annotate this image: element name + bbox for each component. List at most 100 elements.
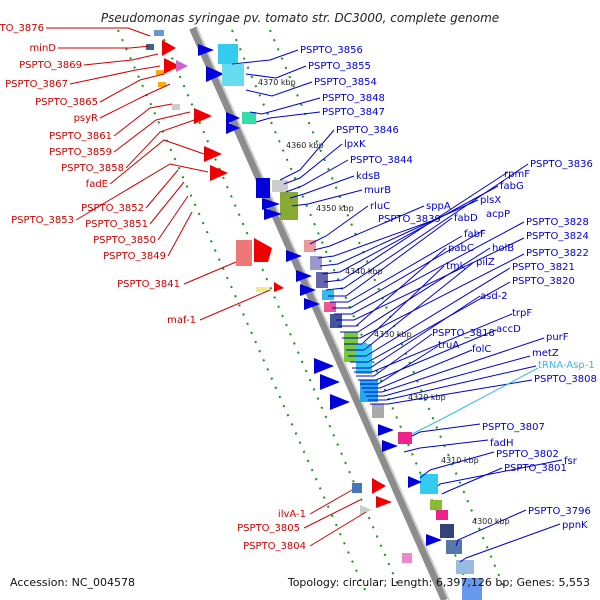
gene-label[interactable]: PSPTO_3865 bbox=[35, 97, 98, 108]
scale-label: 4370 kbp bbox=[258, 78, 296, 87]
gene-label[interactable]: PSPTO_3858 bbox=[61, 163, 124, 174]
gene-label[interactable]: PSPTO_3818 bbox=[432, 328, 495, 339]
gene-feature bbox=[436, 510, 448, 520]
gene-feature bbox=[462, 578, 482, 600]
gene-label[interactable]: PSPTO_3851 bbox=[85, 219, 148, 230]
gene-label[interactable]: holB bbox=[492, 243, 514, 254]
leader-line bbox=[157, 195, 189, 241]
gene-feature bbox=[274, 282, 284, 292]
gene-label[interactable]: PSPTO_3801 bbox=[504, 463, 567, 474]
gene-label[interactable]: maf-1 bbox=[167, 315, 196, 326]
gene-label[interactable]: PSPTO_3839 bbox=[378, 214, 441, 225]
gene-label[interactable]: PSPTO_3847 bbox=[322, 107, 385, 118]
gene-label[interactable]: fadE bbox=[86, 179, 108, 190]
gene-label[interactable]: lpxK bbox=[344, 139, 366, 150]
gene-label[interactable]: PSPTO_3849 bbox=[103, 251, 166, 262]
gene-label[interactable]: fabF bbox=[464, 229, 486, 240]
gene-label[interactable]: fadH bbox=[490, 438, 514, 449]
leader-line bbox=[358, 329, 497, 381]
gene-label[interactable]: trpF bbox=[512, 308, 532, 319]
gene-feature bbox=[272, 180, 288, 192]
gene-label[interactable]: folC bbox=[472, 344, 491, 355]
gene-label[interactable]: PSPTO_3852 bbox=[81, 203, 144, 214]
gene-label[interactable]: murB bbox=[364, 185, 391, 196]
leader-line bbox=[245, 65, 307, 79]
gene-label[interactable]: PSPTO_3848 bbox=[322, 93, 385, 104]
gene-label[interactable]: PSPTO_3846 bbox=[336, 125, 399, 136]
leader-line bbox=[370, 379, 533, 405]
gene-label[interactable]: metZ bbox=[532, 348, 559, 359]
gene-label[interactable]: kdsB bbox=[356, 171, 380, 182]
gene-feature bbox=[420, 474, 438, 494]
gene-feature bbox=[172, 104, 180, 110]
leader-line bbox=[309, 511, 367, 547]
gene-label[interactable]: PSPTO_3828 bbox=[526, 217, 589, 228]
gene-label[interactable]: PSPTO_3802 bbox=[496, 449, 559, 460]
gene-label[interactable]: fabD bbox=[454, 213, 478, 224]
gene-label[interactable]: pabC bbox=[448, 243, 474, 254]
gene-label[interactable]: PSPTO_3820 bbox=[512, 276, 575, 287]
gene-label[interactable]: tmk bbox=[446, 261, 466, 272]
gene-label[interactable]: fabG bbox=[500, 181, 524, 192]
gene-label[interactable]: accD bbox=[496, 324, 521, 335]
gene-label[interactable]: rpmF bbox=[504, 169, 530, 180]
gene-feature bbox=[398, 432, 412, 444]
guide-line-inner-left bbox=[159, 29, 401, 591]
leader-line bbox=[245, 81, 313, 97]
gene-label[interactable]: minD bbox=[29, 43, 56, 54]
gene-feature bbox=[300, 284, 316, 296]
gene-label[interactable]: PSPTO_3861 bbox=[49, 131, 112, 142]
gene-feature bbox=[176, 60, 188, 72]
leader-line bbox=[309, 205, 369, 245]
gene-label[interactable]: PSPTO_3859 bbox=[49, 147, 112, 158]
gene-label[interactable]: PSPTO_3796 bbox=[528, 506, 591, 517]
reverse-strand-genes bbox=[162, 40, 412, 563]
gene-label[interactable]: PSPTO_3822 bbox=[526, 248, 589, 259]
gene-label[interactable]: PSPTO_3821 bbox=[512, 262, 575, 273]
leader-line bbox=[46, 27, 151, 37]
gene-label[interactable]: PSPTO_3856 bbox=[300, 45, 363, 56]
leader-line bbox=[350, 281, 511, 363]
leader-line bbox=[283, 143, 343, 185]
gene-label[interactable]: PSPTO_3854 bbox=[314, 77, 377, 88]
gene-label[interactable]: ilvA-1 bbox=[278, 509, 306, 520]
leader-line bbox=[183, 261, 237, 285]
gene-label[interactable]: pilZ bbox=[476, 257, 495, 268]
gene-label[interactable]: PSPTO_3876 bbox=[0, 23, 44, 34]
gene-label[interactable]: sppA bbox=[426, 201, 451, 212]
gene-feature bbox=[226, 122, 240, 134]
leader-line bbox=[366, 355, 531, 397]
gene-feature bbox=[210, 165, 228, 181]
leader-line bbox=[334, 221, 525, 315]
leader-line bbox=[330, 235, 463, 303]
gene-label[interactable]: PSPTO_3804 bbox=[243, 541, 306, 552]
leader-line bbox=[145, 169, 179, 209]
gene-label[interactable]: PSPTO_3836 bbox=[530, 159, 593, 170]
gene-label[interactable]: ppnK bbox=[562, 520, 588, 531]
leader-line bbox=[199, 289, 271, 321]
gene-label[interactable]: acpP bbox=[486, 209, 510, 220]
gene-label[interactable]: PSPTO_3841 bbox=[117, 279, 180, 290]
gene-label[interactable]: psyR bbox=[74, 113, 98, 124]
gene-label[interactable]: PSPTO_3805 bbox=[237, 523, 300, 534]
gene-feature bbox=[382, 440, 398, 452]
gene-label[interactable]: rluC bbox=[370, 201, 390, 212]
gene-label[interactable]: asd-2 bbox=[480, 291, 508, 302]
gene-label[interactable]: PSPTO_3855 bbox=[308, 61, 371, 72]
gene-label[interactable]: PSPTO_3844 bbox=[350, 155, 413, 166]
gene-label[interactable]: PSPTO_3807 bbox=[482, 422, 545, 433]
gene-label[interactable]: PSPTO_3869 bbox=[19, 60, 82, 71]
left-leader-lines bbox=[46, 27, 367, 547]
gene-label[interactable]: PSPTO_3808 bbox=[534, 374, 597, 385]
gene-label[interactable]: PSPTO_3853 bbox=[11, 215, 74, 226]
gene-feature bbox=[310, 256, 322, 270]
trna-label[interactable]: tRNA-Asp-1 bbox=[538, 360, 595, 371]
gene-label[interactable]: PSPTO_3850 bbox=[93, 235, 156, 246]
gene-label[interactable]: PSPTO_3867 bbox=[5, 79, 68, 90]
gene-label[interactable]: truA bbox=[438, 340, 459, 351]
gene-label[interactable]: purF bbox=[546, 332, 569, 343]
gene-label[interactable]: plsX bbox=[480, 195, 501, 206]
gene-label[interactable]: fsr bbox=[564, 456, 578, 467]
gene-feature bbox=[218, 44, 238, 64]
gene-label[interactable]: PSPTO_3824 bbox=[526, 231, 589, 242]
